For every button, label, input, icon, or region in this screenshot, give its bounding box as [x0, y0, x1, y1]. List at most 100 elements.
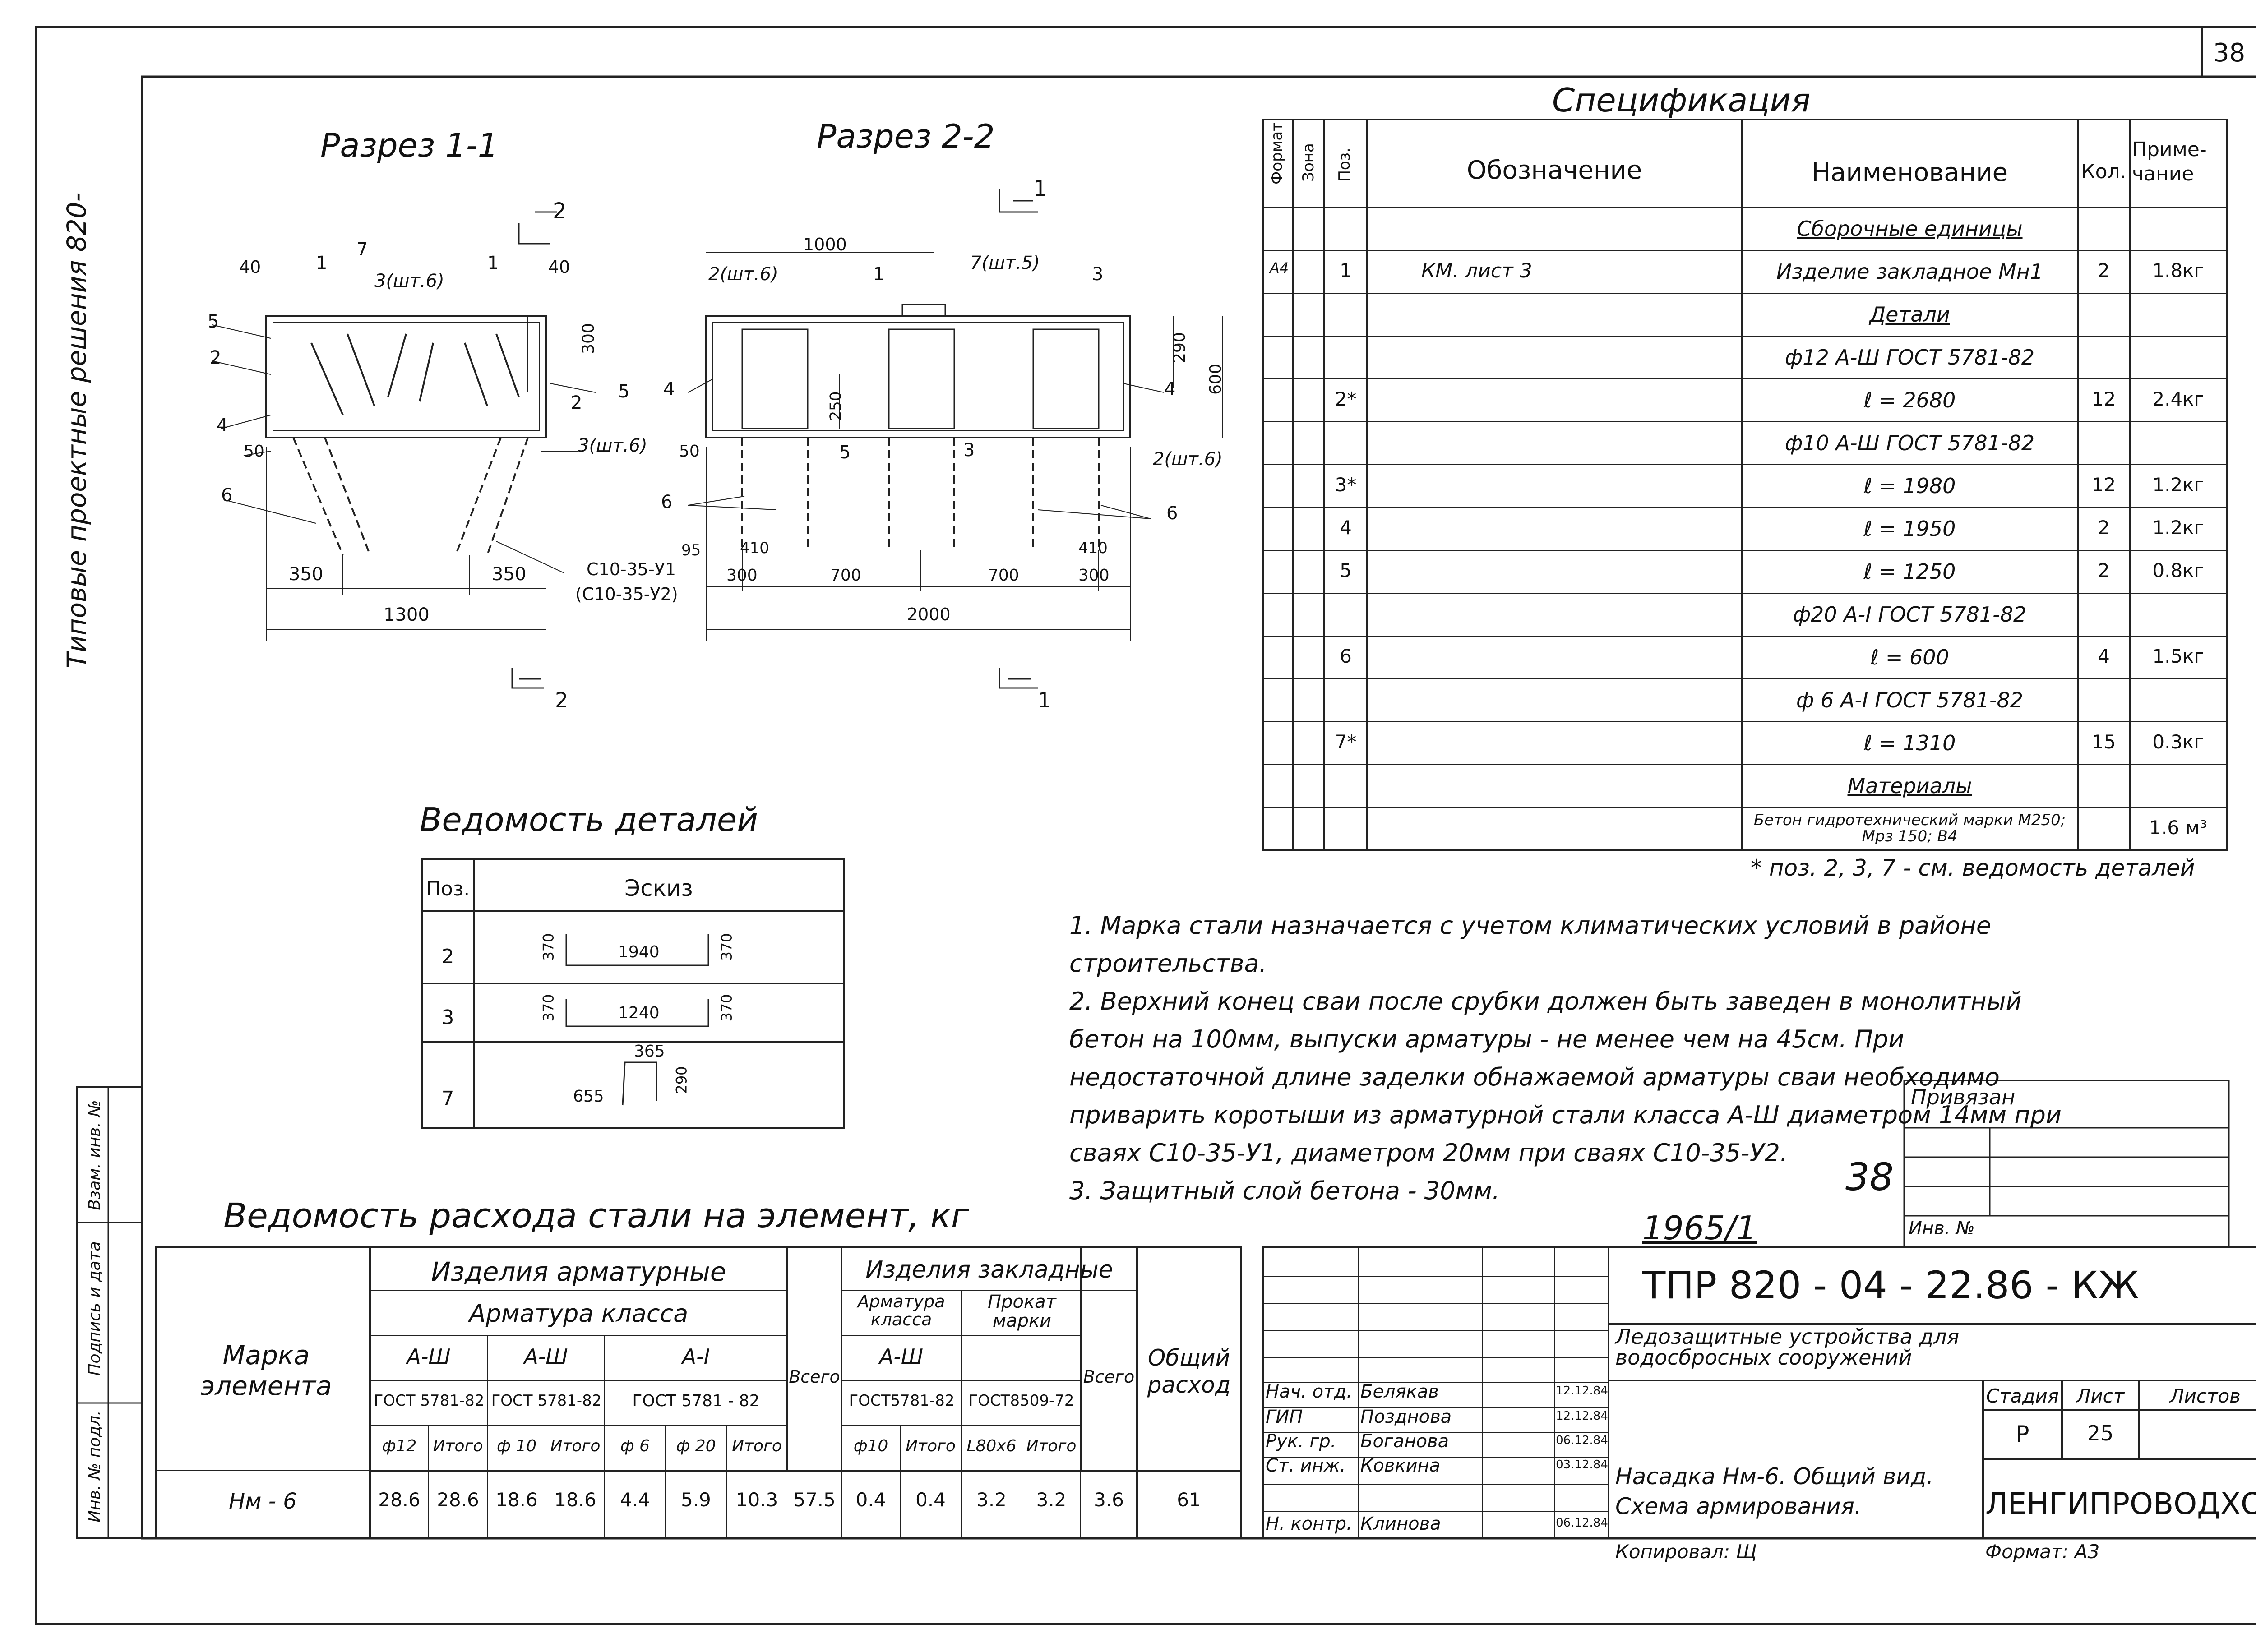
- spec-cell-note: 0.3кг: [2152, 731, 2204, 753]
- details-title: Ведомость деталей: [420, 801, 758, 839]
- section-2-title: Разрез 2-2: [817, 117, 995, 155]
- spec-header-format: Формат: [1268, 122, 1286, 185]
- side-stamp-inv: Инв. № подл.: [85, 1410, 104, 1523]
- details-header-sketch: Эскиз: [624, 875, 693, 901]
- spec-cell-qty: 2: [2098, 559, 2110, 581]
- section-2-dim-410a: 410: [740, 539, 769, 557]
- page-number: 38: [2213, 38, 2246, 68]
- spec-cell-pos: 5: [1340, 559, 1352, 581]
- spec-cell-name: ℓ = 1950: [1863, 517, 1956, 541]
- stage-header: Стадия: [1986, 1385, 2059, 1407]
- spec-header-qty: Кол.: [2081, 160, 2127, 183]
- signatory-name: Боганова: [1360, 1431, 1449, 1452]
- steel-value-cell: 3.2: [1036, 1489, 1067, 1511]
- spec-cell-note: 0.8кг: [2152, 559, 2204, 581]
- note-1: 1. Марка стали назначается с учетом клим…: [1069, 911, 1992, 978]
- spec-cell-note: 1.2кг: [2152, 474, 2204, 496]
- steel-value-cell: 10.3: [735, 1489, 778, 1511]
- section-1-label-3a: 3(шт.6): [374, 271, 444, 291]
- section-2-label-6a: 6: [661, 492, 673, 512]
- signatory-date: 12.12.84: [1556, 1409, 1608, 1423]
- signatory-date: 12.12.84: [1556, 1384, 1608, 1398]
- section-2-dim-600: 600: [1206, 364, 1225, 395]
- spec-cell-pos: 7*: [1335, 731, 1357, 753]
- signatory-name: Ковкина: [1360, 1455, 1441, 1476]
- steel-h-rebar: Изделия арматурные: [431, 1256, 726, 1287]
- section-2-label-6b: 6: [1166, 503, 1178, 524]
- section-2-cut-top: 1: [1033, 176, 1047, 201]
- spec-cell-pos: 1: [1340, 259, 1352, 281]
- steel-h-rebar-class: Арматура класса: [469, 1299, 689, 1328]
- spec-header-zone: Зона: [1299, 143, 1318, 182]
- steel-gost-5: ГОСТ8509-72: [968, 1392, 1074, 1410]
- spec-cell-qty: 15: [2091, 731, 2116, 753]
- steel-value-cell: 4.4: [620, 1489, 650, 1511]
- steel-class-2: А-Ш: [524, 1344, 568, 1369]
- section-1-label-1a: 1: [316, 253, 328, 273]
- steel-gost-3: ГОСТ 5781 - 82: [632, 1392, 760, 1410]
- section-2-label-7: 7(шт.5): [970, 253, 1040, 273]
- binding-inv: Инв. №: [1909, 1218, 1975, 1239]
- section-2-dim-410b: 410: [1078, 539, 1108, 557]
- steel-h-embed-class: Арматура класса: [857, 1292, 945, 1329]
- spec-header-designation: Обозначение: [1466, 156, 1642, 185]
- spec-cell-qty: 12: [2091, 474, 2116, 496]
- section-1-label-50: 50: [244, 442, 264, 461]
- spec-cell-pos: 3*: [1335, 474, 1357, 496]
- side-label: Типовые проектные решения 820-: [61, 192, 92, 669]
- spec-cell-name: ℓ = 600: [1870, 645, 1949, 669]
- section-2-cut-bottom: 1: [1038, 688, 1051, 712]
- section-1-pile-1: С10-35-У1: [587, 559, 676, 579]
- steel-class-1: А-Ш: [407, 1344, 451, 1369]
- details-table-grid: [421, 858, 845, 1129]
- spec-cell-name: Сборочные единицы: [1797, 217, 2023, 241]
- section-1-label-1b: 1: [487, 253, 499, 273]
- spec-cell-qty: 2: [2098, 259, 2110, 281]
- details-header-pos: Поз.: [425, 877, 470, 900]
- steel-h-embed: Изделия закладные: [865, 1256, 1113, 1283]
- spec-cell-qty: 12: [2091, 388, 2116, 410]
- drawing-name: Насадка Нм-6. Общий вид. Схема армирован…: [1615, 1463, 1934, 1519]
- format-label: Формат: А3: [1985, 1541, 2100, 1563]
- section-1-drawing: [212, 211, 596, 689]
- steel-value-cell: 18.6: [554, 1489, 596, 1511]
- steel-row-mark: Нм - 6: [229, 1489, 297, 1514]
- steel-value-cell: 61: [1177, 1489, 1201, 1511]
- spec-header-note: Приме-чание: [2132, 138, 2207, 185]
- steel-value-cell: 5.9: [681, 1489, 711, 1511]
- section-1-label-3b: 3(шт.6): [578, 435, 647, 456]
- steel-value-cell: 3.6: [1094, 1489, 1124, 1511]
- section-1-label-6: 6: [221, 485, 233, 506]
- spec-cell-note: 1.5кг: [2152, 645, 2204, 667]
- spec-header-pos: Поз.: [1336, 148, 1354, 182]
- steel-title: Ведомость расхода стали на элемент, кг: [223, 1195, 969, 1236]
- spec-cell-note: 1.6 м³: [2149, 817, 2207, 839]
- stage-value: Р: [2016, 1421, 2029, 1447]
- details-2-dim-mid: 1940: [618, 943, 660, 961]
- section-2-dim-95: 95: [681, 541, 701, 559]
- steel-col-header: ф 10: [496, 1437, 537, 1455]
- steel-value-cell: 28.6: [378, 1489, 421, 1511]
- steel-value-cell: 0.4: [915, 1489, 946, 1511]
- signatory-name: Позднова: [1360, 1407, 1452, 1427]
- section-2-label-50: 50: [679, 442, 700, 461]
- spec-title: Спецификация: [1552, 81, 1811, 119]
- section-2-dim-290: 290: [1170, 332, 1189, 363]
- section-2-label-3: 3: [1092, 264, 1104, 285]
- steel-class-3: А-I: [682, 1344, 710, 1369]
- spec-cell-name: Детали: [1869, 302, 1950, 327]
- details-7-dim-290: 290: [673, 1066, 690, 1094]
- spec-cell-name: ℓ = 1250: [1863, 559, 1956, 584]
- section-2-dim-700b: 700: [988, 566, 1019, 585]
- section-2-dim-300b: 300: [1078, 566, 1110, 585]
- signatory-date: 06.12.84: [1556, 1434, 1608, 1447]
- section-2-dim-2000: 2000: [907, 605, 951, 624]
- spec-cell-name: Материалы: [1847, 774, 1972, 798]
- org-name: ЛЕНГИПРОВОДХОЗ: [1985, 1486, 2256, 1521]
- signatory-name: Белякав: [1360, 1381, 1439, 1402]
- steel-h-rolled: Прокат марки: [988, 1292, 1056, 1331]
- note-3: 3. Защитный слой бетона - 30мм.: [1069, 1177, 1500, 1205]
- sheet-value: 25: [2087, 1421, 2114, 1445]
- spec-cell-qty: 4: [2098, 645, 2110, 667]
